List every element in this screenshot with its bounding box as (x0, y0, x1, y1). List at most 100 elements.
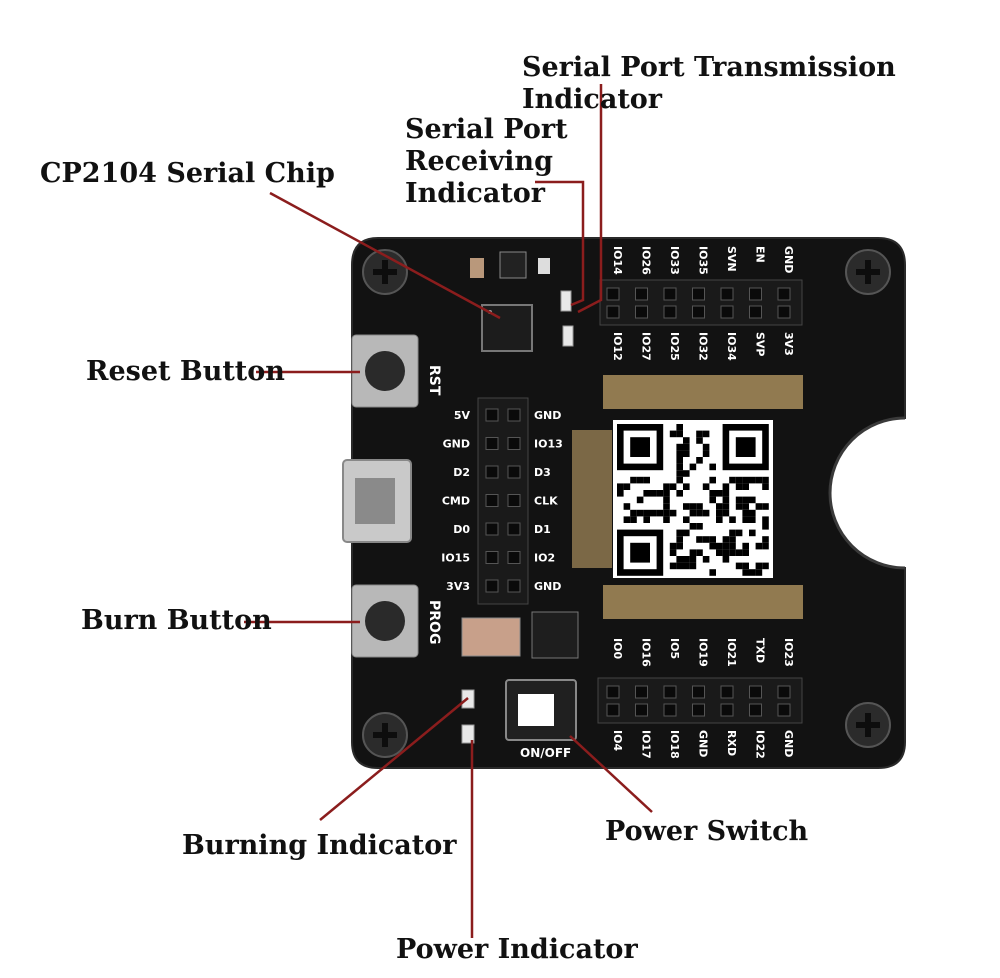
qr-module (709, 476, 716, 484)
leader-line (577, 84, 603, 314)
qr-module (735, 549, 743, 556)
qr-module (676, 562, 683, 570)
pin-socket (485, 494, 499, 507)
pin-socket (663, 287, 677, 301)
qr-module (669, 430, 677, 438)
pin-socket (777, 703, 791, 717)
pin-label: IO14 (611, 246, 624, 275)
qr-module (683, 437, 690, 444)
qr-module (742, 476, 749, 484)
qr-module (683, 562, 690, 570)
smd-component (499, 251, 527, 279)
pin-socket (749, 703, 762, 717)
pin-socket (606, 287, 620, 301)
qr-module (669, 549, 677, 556)
pin-label: GND (697, 730, 710, 757)
pin-label: SVN (725, 246, 738, 272)
pin-label: CLK (534, 495, 558, 508)
pin-label: D0 (453, 523, 470, 536)
reset-button[interactable] (351, 334, 419, 408)
pin-socket (507, 494, 521, 507)
qr-module (696, 430, 703, 438)
pin-socket (692, 305, 705, 319)
pin-socket (507, 437, 521, 450)
qr-module (755, 542, 763, 550)
pin-socket (720, 685, 734, 699)
leader-line (269, 191, 501, 320)
qr-module (742, 503, 749, 510)
pin-socket (777, 287, 791, 301)
qr-module (696, 509, 703, 517)
pin-socket (777, 305, 791, 319)
qr-module (749, 569, 756, 576)
qr-module (663, 509, 670, 517)
qr-module (755, 503, 763, 510)
pin-socket (485, 551, 499, 564)
qr-module (676, 476, 683, 484)
qr-module (729, 529, 736, 537)
qr-module (722, 556, 730, 563)
pin-socket (720, 287, 734, 301)
pin-label: CMD (442, 495, 470, 508)
qr-module (762, 562, 769, 570)
qr-module (683, 443, 690, 451)
power-switch-callout: Power Switch (605, 816, 809, 847)
qr-module (702, 556, 710, 563)
qr-module (643, 509, 650, 517)
screw-icon (845, 249, 891, 295)
qr-code (613, 420, 773, 578)
qr-module (735, 483, 743, 490)
qr-module (709, 463, 716, 471)
power-switch[interactable] (505, 679, 577, 741)
qr-module (749, 529, 756, 537)
qr-module (716, 490, 723, 497)
qr-module (722, 490, 730, 497)
qr-module (683, 516, 690, 523)
qr-module (729, 536, 736, 543)
qr-module (676, 443, 683, 451)
qr-module (689, 509, 697, 517)
rx-indicator-callout: Serial Port Receiving Indicator (405, 114, 568, 209)
qr-module (742, 516, 749, 523)
qr-module (696, 457, 703, 464)
qr-module (762, 536, 769, 543)
qr-module (735, 562, 743, 570)
cp2104-callout: CP2104 Serial Chip (40, 158, 335, 189)
qr-module (676, 463, 683, 471)
qr-module (623, 483, 631, 490)
pin-socket (507, 522, 521, 536)
qr-module (722, 542, 730, 550)
qr-module (683, 503, 690, 510)
pin-label: GND (782, 246, 795, 273)
qr-finder (630, 542, 650, 563)
qr-module (617, 483, 624, 490)
smd-component (538, 258, 550, 274)
qr-module (762, 476, 769, 484)
qr-module (716, 516, 723, 523)
qr-module (676, 424, 683, 431)
pin-label: 3V3 (446, 580, 470, 593)
pin-socket (485, 522, 499, 536)
leader-line (569, 735, 653, 813)
burn-button[interactable] (351, 584, 419, 658)
qr-module (722, 483, 730, 490)
qr-module (676, 457, 683, 464)
pin-label: D3 (534, 466, 551, 479)
qr-module (722, 549, 730, 556)
qr-module (669, 562, 677, 570)
pin-label: IO16 (640, 638, 653, 667)
qr-module (683, 450, 690, 457)
pin-socket (749, 305, 762, 319)
qr-module (722, 536, 730, 543)
qr-module (650, 490, 657, 497)
smd-component (470, 258, 484, 278)
qr-module (636, 496, 644, 504)
qr-module (689, 463, 697, 471)
qr-module (676, 430, 683, 438)
pin-socket (606, 305, 620, 319)
qr-module (669, 542, 677, 550)
qr-module (729, 542, 736, 550)
